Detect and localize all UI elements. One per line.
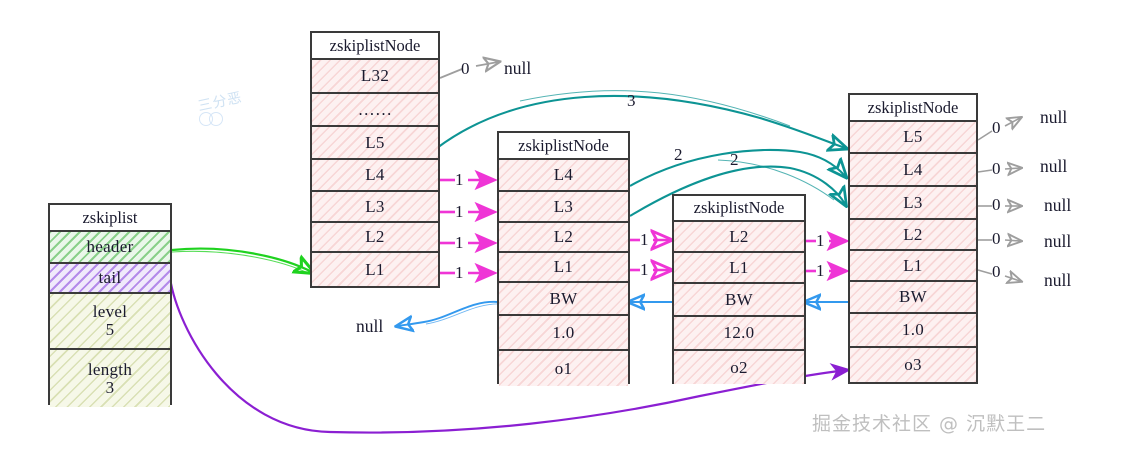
span-label-header-o1-l4: 1 <box>455 170 464 189</box>
watermark-main: 掘金技术社区 @ 沉默王二 <box>812 413 1047 435</box>
watermark-small: 三分恶 <box>196 89 244 115</box>
span-label-o2-o3-l2: 1 <box>816 231 825 250</box>
header-node-row-ellipsis: …… <box>312 94 438 127</box>
node-o2-row-obj: o2 <box>674 351 804 384</box>
span-arrows-o2-to-o3 <box>806 230 850 282</box>
span-label-header-o1-l3: 1 <box>455 202 464 221</box>
header-node-title: zskiplistNode <box>312 33 438 60</box>
node-o2-row-l1: L1 <box>674 253 804 284</box>
watermark-logo-icon <box>199 112 223 131</box>
span-label-o1-o2-l2: 1 <box>640 230 649 249</box>
node-o1-row-l4: L4 <box>499 160 628 192</box>
zskiplist-title: zskiplist <box>50 205 170 232</box>
header-node-row-l2: L2 <box>312 223 438 253</box>
span-label-o3-l1: 0 <box>992 262 1001 281</box>
header-node-row-l1: L1 <box>312 253 438 286</box>
node-o3-row-l4: L4 <box>850 154 976 187</box>
node-o1-row-l3: L3 <box>499 192 628 223</box>
span-label-o3-l3: 0 <box>992 195 1001 214</box>
node-o3-row-l1: L1 <box>850 251 976 282</box>
node-o1-box: zskiplistNode L4 L3 L2 L1 BW 1.0 o1 <box>497 131 630 386</box>
null-label-backward: null <box>356 316 384 336</box>
node-o3-box: zskiplistNode L5 L4 L3 L2 L1 BW 1.0 o3 <box>848 93 978 384</box>
node-o2-box: zskiplistNode L2 L1 BW 12.0 o2 <box>672 194 806 384</box>
zskiplist-box: zskiplist header tail level 5 length 3 <box>48 203 172 407</box>
span-label-header-l32: 0 <box>461 59 470 78</box>
node-o1-row-score: 1.0 <box>499 316 628 351</box>
zskiplist-header-row: header <box>50 232 170 264</box>
node-o2-title: zskiplistNode <box>674 196 804 222</box>
null-label-o3-l3: null <box>1044 195 1072 215</box>
zskiplist-level-value: 5 <box>105 320 115 339</box>
node-o1-row-l1: L1 <box>499 253 628 283</box>
node-o3-row-score: 1.0 <box>850 314 976 348</box>
span-label-o2-o3-l1: 1 <box>816 261 825 280</box>
node-o2-row-l2: L2 <box>674 222 804 253</box>
node-o3-row-l3: L3 <box>850 187 976 220</box>
zskiplist-level-row: level 5 <box>50 294 170 350</box>
header-node-row-l5: L5 <box>312 127 438 160</box>
span-label-o3-l2: 0 <box>992 229 1001 248</box>
node-o3-row-l5: L5 <box>850 122 976 154</box>
null-label-o3-l4: null <box>1040 156 1068 176</box>
node-o2-row-bw: BW <box>674 284 804 317</box>
header-node-row-l3: L3 <box>312 192 438 223</box>
node-o1-row-bw: BW <box>499 283 628 316</box>
span-label-header-o3: 3 <box>627 91 636 110</box>
header-node-row-l32: L32 <box>312 60 438 94</box>
span-arrows-header-to-o1 <box>440 169 498 284</box>
span-label-header-o1-l1: 1 <box>455 263 464 282</box>
span-label-header-o1-l2: 1 <box>455 233 464 252</box>
node-o3-row-bw: BW <box>850 282 976 314</box>
header-node-row-l4: L4 <box>312 160 438 192</box>
span-label-o3-l4: 0 <box>992 159 1001 178</box>
span-arrows-o1-to-o2 <box>630 240 670 270</box>
null-label-o3-l2: null <box>1044 231 1072 251</box>
node-o3-row-obj: o3 <box>850 348 976 382</box>
null-label-o3-l5: null <box>1040 107 1068 127</box>
span-label-o3-l5: 0 <box>992 118 1001 137</box>
span-label-o1-o3-l3: 2 <box>730 150 739 169</box>
node-o3-title: zskiplistNode <box>850 95 976 122</box>
node-o1-title: zskiplistNode <box>499 133 628 160</box>
null-label-header-l32: null <box>504 58 532 78</box>
zskiplist-tail-row: tail <box>50 264 170 294</box>
zskiplist-length-value: 3 <box>105 377 115 397</box>
span-label-o1-o3-l4: 2 <box>674 145 683 164</box>
zskiplist-length-label: length <box>87 359 133 379</box>
node-o2-row-score: 12.0 <box>674 317 804 351</box>
zskiplist-level-label: level <box>92 302 128 322</box>
zskiplist-length-row: length 3 <box>50 350 170 407</box>
span-label-o1-o2-l1: 1 <box>640 260 649 279</box>
header-pointer-arrow <box>171 247 312 274</box>
header-node-box: zskiplistNode L32 …… L5 L4 L3 L2 L1 <box>310 31 440 288</box>
node-o1-row-obj: o1 <box>499 351 628 386</box>
node-o3-row-l2: L2 <box>850 220 976 251</box>
node-o1-row-l2: L2 <box>499 223 628 253</box>
null-label-o3-l1: null <box>1044 270 1072 290</box>
